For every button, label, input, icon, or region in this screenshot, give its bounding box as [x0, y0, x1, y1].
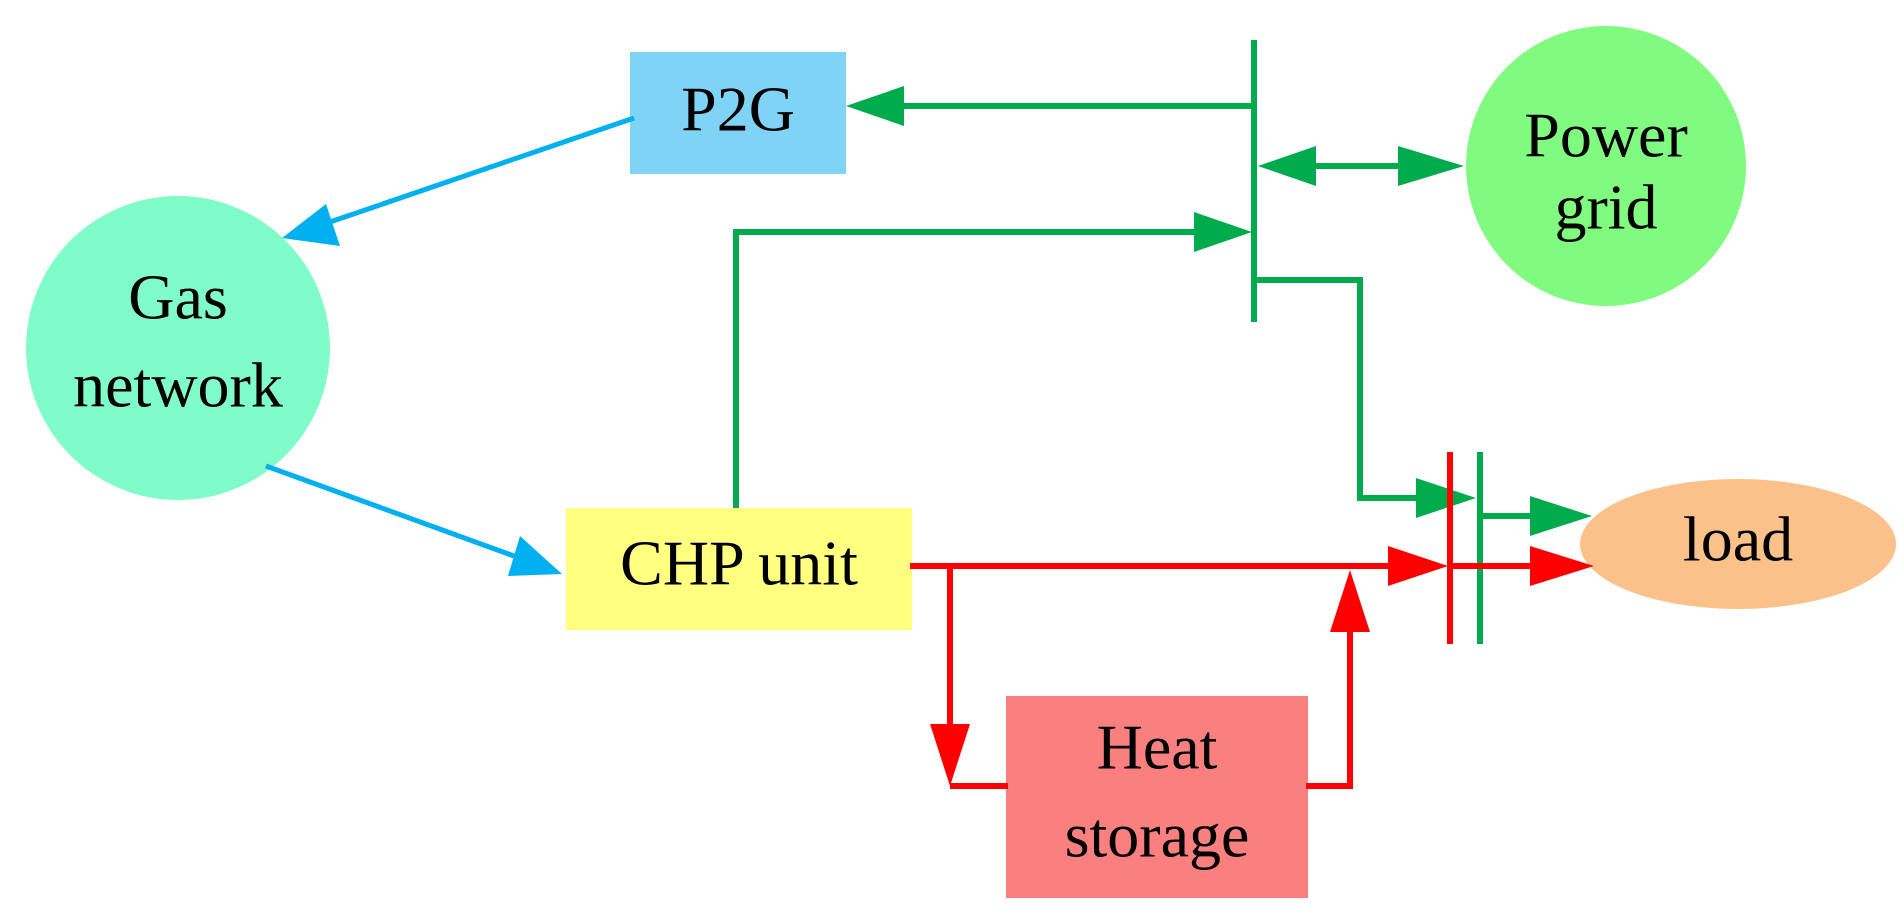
load-node: load [1580, 479, 1896, 609]
gas-network-label-line2: network [73, 350, 283, 421]
electric-arrowhead-load-bus [1416, 478, 1476, 518]
gas-flow-p2g-to-network [329, 115, 635, 225]
load-ellipse [1580, 479, 1896, 609]
heat-arrowhead-load [1530, 546, 1594, 586]
power-grid-circle [1466, 26, 1746, 306]
heat-arrowhead-storage-in [930, 724, 970, 786]
heat-storage-label-line2: storage [1065, 800, 1250, 871]
heat-storage-box [1006, 696, 1308, 898]
heat-flows [910, 452, 1594, 789]
gas-flow-network-to-chp [265, 463, 515, 559]
power-grid-node: Power grid [1466, 26, 1746, 306]
power-grid-label-line1: Power [1524, 100, 1688, 171]
p2g-box [630, 52, 846, 174]
heat-storage-node: Heat storage [1006, 696, 1308, 898]
electric-arrowhead-bus-in [1194, 212, 1252, 252]
gas-arrowhead-network [282, 204, 340, 246]
chp-unit-label: CHP unit [620, 528, 858, 599]
chp-unit-box [566, 508, 912, 630]
p2g-label: P2G [681, 74, 795, 145]
electric-flow-chp-to-bus [733, 229, 1196, 508]
gas-network-circle [26, 196, 330, 500]
p2g-node: P2G [630, 52, 846, 174]
chp-unit-node: CHP unit [566, 508, 912, 630]
gas-network-node: Gas network [26, 196, 330, 500]
heat-flow-storage-to-main [1306, 626, 1353, 789]
power-grid-label-line2: grid [1554, 172, 1657, 243]
heat-storage-label-line1: Heat [1097, 712, 1218, 783]
heat-arrowhead-main [1330, 570, 1370, 632]
electric-arrowhead-load [1530, 496, 1592, 536]
electric-flow-bus-to-load [1254, 277, 1420, 501]
gas-arrowhead-chp [508, 536, 562, 576]
gas-flows [265, 115, 635, 576]
electric-arrowhead-bus [1258, 146, 1316, 186]
heat-arrowhead-load-bus [1388, 546, 1448, 586]
gas-network-label-line1: Gas [128, 262, 228, 333]
load-label: load [1683, 504, 1793, 575]
electric-flows [733, 40, 1592, 644]
electric-arrowhead-p2g [846, 86, 904, 126]
electric-arrowhead-grid [1398, 146, 1464, 186]
